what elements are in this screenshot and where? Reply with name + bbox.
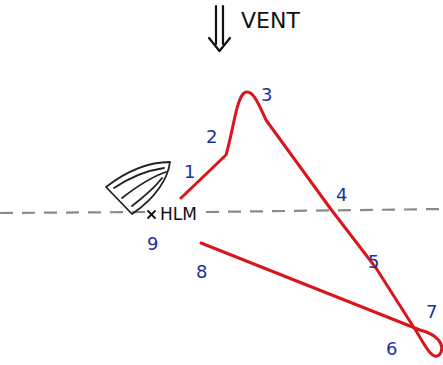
callout-number: 3 [261, 86, 272, 104]
wind-arrow-shaft [215, 6, 217, 44]
callout-number: 1 [184, 163, 195, 181]
wind-arrow-head [209, 38, 230, 51]
callout-number: 7 [426, 303, 437, 321]
sail-batten [132, 178, 162, 206]
mark-name: HLM [158, 205, 199, 224]
callout-number: 8 [196, 263, 207, 281]
wind-arrow [209, 6, 230, 51]
start-line [0, 209, 443, 213]
wind-arrow-shaft [222, 6, 224, 44]
callout-number: 2 [206, 128, 217, 146]
mark-cross [148, 211, 155, 218]
callout-number: 6 [386, 340, 397, 358]
sail-batten [122, 172, 166, 198]
wind-label: VENT [241, 10, 300, 32]
callout-number: 5 [368, 253, 379, 271]
callout-number: 4 [336, 186, 347, 204]
callout-number: 9 [147, 235, 158, 253]
course-track [181, 92, 442, 356]
cross-stroke [148, 211, 155, 218]
